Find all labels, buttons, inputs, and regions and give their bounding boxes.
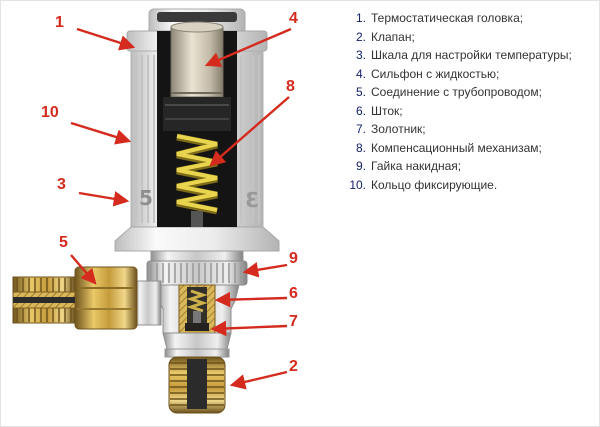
union-nut	[146, 250, 248, 286]
legend-item: 1. Термостатическая головка;	[344, 12, 596, 25]
legend-item-label: Сильфон с жидкостью;	[371, 66, 500, 81]
legend-item-label: Соединение с трубопроводом;	[371, 85, 542, 99]
valve-plug	[185, 323, 209, 331]
legend-item-number: 5.	[355, 85, 366, 99]
callout-1: 1	[55, 14, 64, 31]
legend-item-label: Шток;	[371, 103, 403, 118]
legend-item: 4. Сильфон с жидкостью;	[344, 66, 596, 81]
legend-item: 6. Шток;	[344, 103, 596, 118]
legend-item: 5. Соединение с трубопроводом;	[344, 86, 596, 99]
callout-6: 6	[289, 285, 298, 302]
callout-arrows	[70, 27, 292, 390]
scale-digit-right: 3	[245, 188, 259, 212]
legend-item-number: 8.	[355, 140, 366, 155]
legend-item: 10. Кольцо фиксирующие.	[344, 177, 596, 192]
legend-item-number: 1.	[355, 11, 366, 25]
bellows-cylinder	[170, 21, 224, 98]
legend-item-label: Шкала для настройки температуры;	[371, 48, 572, 62]
callout-3: 3	[57, 176, 66, 193]
callout-5: 5	[59, 234, 68, 251]
callout-7: 7	[289, 313, 298, 330]
pipe-connection	[12, 266, 162, 330]
callout-10: 10	[41, 104, 59, 121]
legend-item-label: Клапан;	[371, 29, 415, 44]
legend-item-number: 4.	[355, 66, 366, 81]
scale-digit-left: 5	[139, 186, 153, 210]
legend-item-label: Компенсационный механизам;	[371, 140, 542, 155]
legend-list: 1. Термостатическая головка; 2. Клапан; …	[344, 12, 596, 197]
legend-item: 7. Золотник;	[344, 123, 596, 136]
legend-item: 2. Клапан;	[344, 29, 596, 44]
legend-item: 3. Шкала для настройки температуры;	[344, 49, 596, 62]
valve-illustration: 5 3	[12, 8, 292, 414]
legend-item-label: Золотник;	[371, 122, 426, 136]
legend-item-label: Кольцо фиксирующие.	[371, 177, 498, 192]
legend-item-number: 3.	[355, 48, 366, 62]
valve-outlet	[162, 332, 232, 414]
legend-item-label: Гайка накидная;	[371, 159, 462, 173]
legend-item-label: Термостатическая головка;	[371, 11, 524, 25]
callout-9: 9	[289, 250, 298, 267]
legend-item: 8. Компенсационный механизам;	[344, 140, 596, 155]
legend-item-number: 7.	[355, 122, 366, 136]
legend-item-number: 9.	[355, 159, 366, 173]
legend-item-number: 2.	[355, 29, 366, 44]
valve-body	[154, 284, 240, 334]
compensation-spring	[176, 133, 218, 215]
legend-item-number: 10.	[349, 177, 366, 192]
legend-item: 9. Гайка накидная;	[344, 160, 596, 173]
callout-8: 8	[286, 78, 295, 95]
valve-stem	[186, 289, 208, 313]
valve-diagram: 5 3	[1, 1, 341, 426]
callout-2: 2	[289, 358, 298, 375]
callout-4: 4	[289, 10, 298, 27]
legend-item-number: 6.	[355, 103, 366, 118]
